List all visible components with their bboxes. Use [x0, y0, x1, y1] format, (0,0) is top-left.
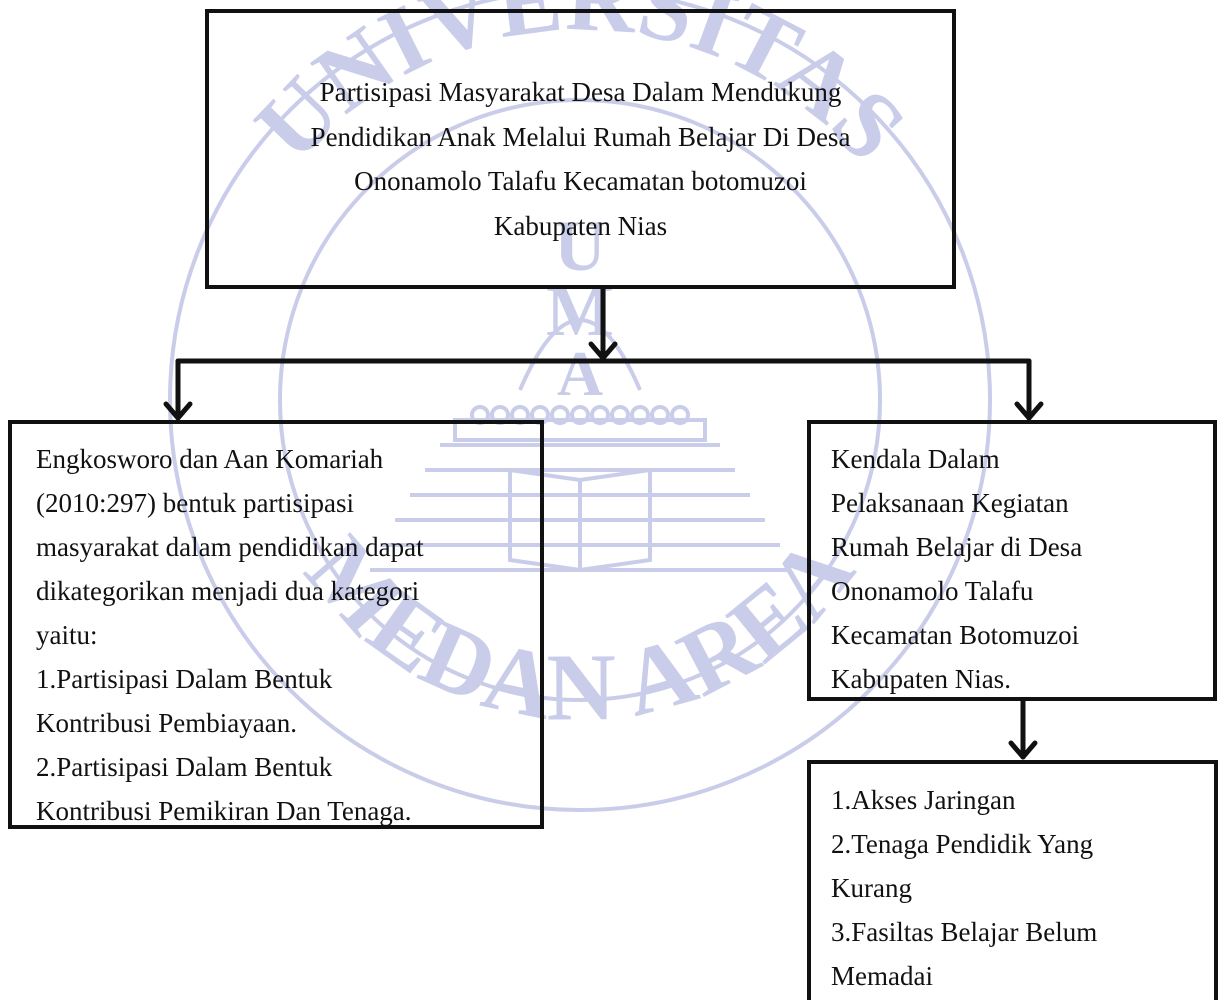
- top-box-line: Kabupaten Nias: [493, 210, 668, 241]
- bottom-box-line: 2.Tenaga Pendidik Yang: [831, 829, 1094, 859]
- right-box-line: Kecamatan Botomuzoi: [831, 620, 1080, 650]
- top-box-line: Partisipasi Masyarakat Desa Dalam Menduk…: [319, 77, 842, 107]
- right-box-line: Kabupaten Nias.: [831, 664, 1011, 694]
- arrowhead-left-box: [163, 401, 193, 421]
- bottom-box-obstacle-list: 1.Akses Jaringan 2.Tenaga Pendidik Yang …: [807, 760, 1218, 1000]
- arrowhead-bottom-box: [1008, 740, 1038, 760]
- left-box-line: dikategorikan menjadi dua kategori: [36, 576, 420, 606]
- left-box-line: masyarakat dalam pendidikan dapat: [36, 532, 424, 562]
- top-box-line: Pendidikan Anak Melalui Rumah Belajar Di…: [310, 121, 851, 152]
- top-box-line: Ononamolo Talafu Kecamatan botomuzoi: [354, 166, 807, 196]
- right-box-line: Rumah Belajar di Desa: [831, 532, 1083, 562]
- bottom-box-line: Kurang: [831, 873, 912, 903]
- left-box-line: Kontribusi Pembiayaan.: [36, 708, 297, 738]
- right-box-line: Ononamolo Talafu: [831, 576, 1034, 606]
- right-box-line: Kendala Dalam: [831, 444, 1000, 474]
- left-box-line: (2010:297) bentuk partisipasi: [36, 488, 354, 518]
- arrowhead-right-box: [1014, 401, 1044, 421]
- arrowhead-branch: [588, 341, 618, 361]
- right-box-line: Pelaksanaan Kegiatan: [831, 488, 1069, 518]
- left-box-line: 1.Partisipasi Dalam Bentuk: [36, 664, 333, 694]
- bottom-box-line: 3.Fasiltas Belajar Belum: [831, 917, 1098, 947]
- left-box-line: Engkosworo dan Aan Komariah: [36, 444, 384, 474]
- watermark-letter-u: U: [554, 206, 606, 286]
- top-box-research-title: Partisipasi Masyarakat Desa Dalam Menduk…: [205, 9, 956, 289]
- bottom-box-line: Memadai: [831, 961, 933, 991]
- left-box-line: yaitu:: [36, 620, 98, 650]
- left-box-participation-forms: Engkosworo dan Aan Komariah (2010:297) b…: [8, 420, 544, 829]
- right-box-obstacles: Kendala Dalam Pelaksanaan Kegiatan Rumah…: [807, 420, 1217, 701]
- left-box-line: 2.Partisipasi Dalam Bentuk: [36, 752, 333, 782]
- left-box-line: Kontribusi Pemikiran Dan Tenaga.: [36, 796, 412, 826]
- bottom-box-line: 1.Akses Jaringan: [831, 785, 1016, 815]
